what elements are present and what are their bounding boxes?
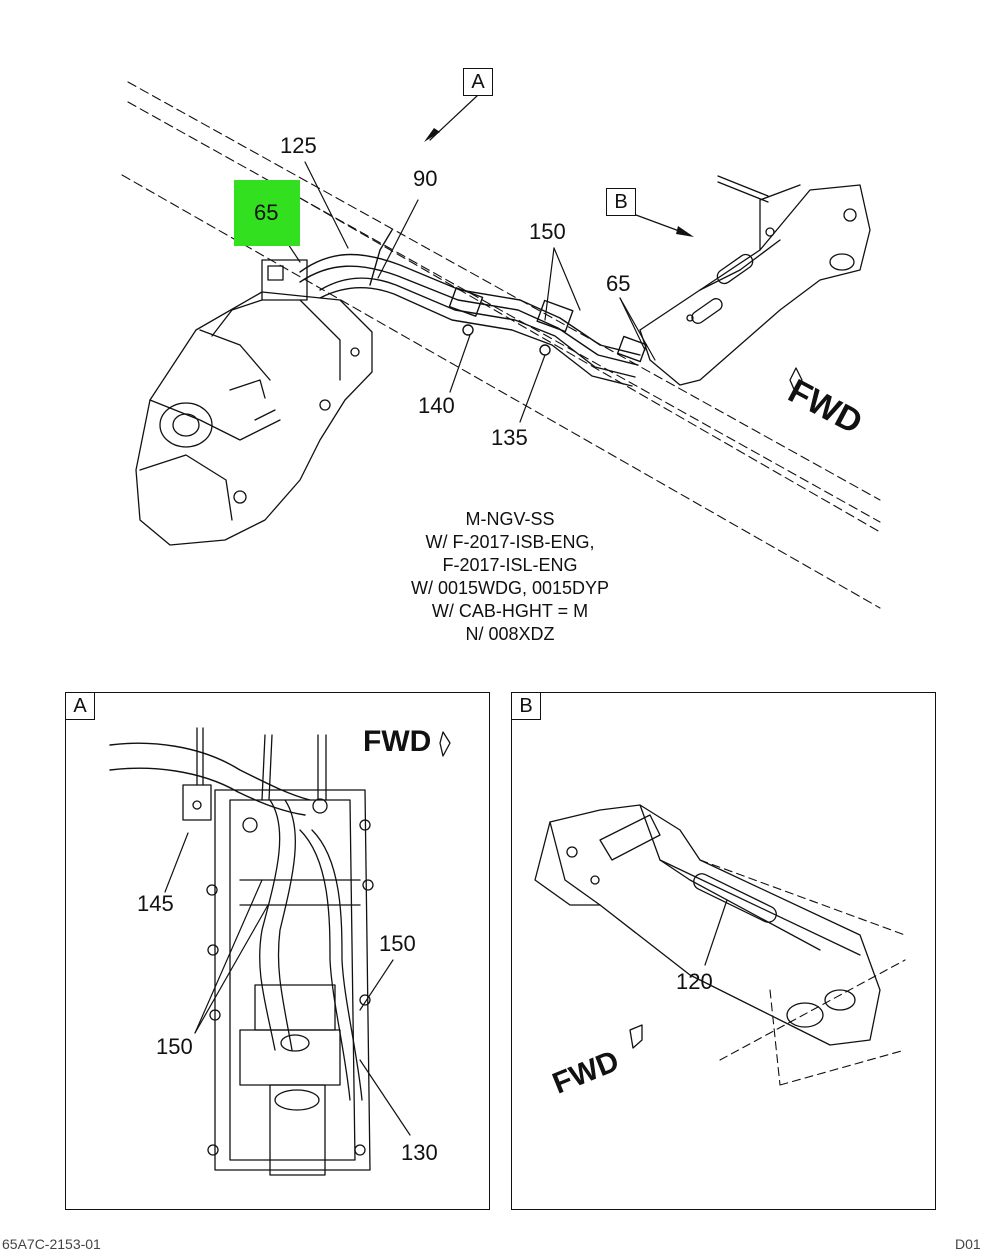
detail-b-dashed-rails bbox=[699, 859, 906, 1086]
callout-130: 130 bbox=[401, 1140, 438, 1165]
note-line: F-2017-ISL-ENG bbox=[442, 555, 578, 575]
callout-150-left: 150 bbox=[156, 1034, 193, 1059]
callout-90: 90 bbox=[413, 166, 438, 191]
callout-140: 140 bbox=[418, 393, 455, 418]
callout-145: 145 bbox=[137, 891, 174, 916]
callout-150-right: 150 bbox=[379, 931, 416, 956]
note-line: W/ 0015WDG, 0015DYP bbox=[410, 578, 610, 598]
fwd-arrow-main bbox=[789, 367, 803, 395]
callout-120: 120 bbox=[676, 969, 713, 994]
transmission-cooler-tubes bbox=[299, 229, 648, 387]
note-line: W/ F-2017-ISB-ENG, bbox=[425, 532, 595, 552]
note-line: W/ CAB-HGHT = M bbox=[431, 601, 589, 621]
callout-65-highlight[interactable]: 65 bbox=[234, 180, 300, 246]
detail-b-label: B bbox=[511, 692, 541, 720]
sheet-code: D01 bbox=[955, 1236, 981, 1252]
leader-lines-main bbox=[275, 94, 691, 423]
callout-65: 65 bbox=[606, 271, 631, 296]
fwd-arrow-detail-a bbox=[439, 731, 451, 757]
callout-65-highlighted: 65 bbox=[254, 200, 279, 225]
leader-lines-detail-a bbox=[164, 832, 411, 1136]
drawing-number: 65A7C-2153-01 bbox=[2, 1236, 101, 1252]
detail-b-art bbox=[534, 804, 881, 1046]
detail-a-frame bbox=[65, 692, 490, 1210]
detail-a-label: A bbox=[65, 692, 95, 720]
callout-150: 150 bbox=[529, 219, 566, 244]
detail-a-art bbox=[109, 727, 374, 1176]
view-a-indicator: A bbox=[463, 68, 493, 96]
callout-135: 135 bbox=[491, 425, 528, 450]
front-crossmember-bracket bbox=[639, 175, 871, 386]
applicability-notes: M-NGV-SS W/ F-2017-ISB-ENG, F-2017-ISL-E… bbox=[360, 508, 660, 646]
detail-b-frame bbox=[511, 692, 936, 1210]
callout-125: 125 bbox=[280, 133, 317, 158]
view-b-arrowhead bbox=[676, 226, 694, 237]
view-a-arrowhead bbox=[424, 128, 440, 142]
transmission-housing bbox=[135, 259, 373, 546]
view-b-indicator: B bbox=[606, 188, 636, 216]
fwd-arrow-detail-b bbox=[629, 1024, 643, 1049]
note-line: M-NGV-SS bbox=[465, 509, 555, 529]
leader-line-120 bbox=[704, 899, 728, 966]
note-line: N/ 008XDZ bbox=[465, 624, 555, 644]
frame-rail-dashed-lines bbox=[121, 81, 881, 609]
fwd-label-detail-a: FWD bbox=[363, 725, 432, 758]
